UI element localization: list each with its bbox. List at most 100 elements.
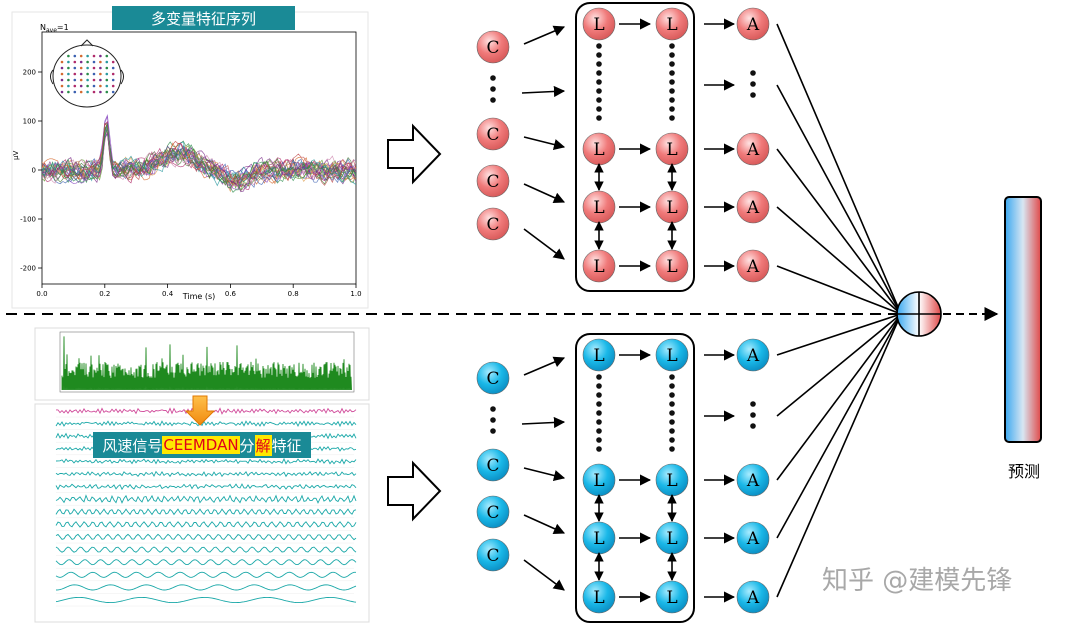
svg-text:L: L (666, 471, 677, 491)
wind-panel (34, 327, 370, 623)
prediction-label: 预测 (1007, 462, 1040, 481)
ellipsis-dots (750, 401, 756, 429)
input-arrow (523, 514, 566, 534)
lstm-node: L (655, 132, 689, 166)
wind-speed-series (61, 336, 352, 391)
input-arrow (523, 183, 566, 203)
input-node: C (476, 538, 510, 572)
lstm-node: L (655, 190, 689, 224)
eeg-x-tick: 0.8 (288, 290, 299, 298)
svg-text:L: L (593, 471, 604, 491)
lstm-node: L (582, 132, 616, 166)
eeg-x-tick: 0.4 (162, 290, 174, 298)
watermark: 知乎 @建模先锋 (822, 566, 1013, 596)
eeg-x-tick: 1.0 (350, 290, 361, 298)
eeg-y-unit: μV (12, 151, 20, 160)
eeg-y-tick: 100 (23, 118, 36, 126)
ellipsis-dots (490, 75, 496, 103)
lstm-block (575, 2, 695, 292)
attention-to-sum-line (776, 23, 902, 315)
lstm-block (575, 333, 695, 623)
eeg-n-label: Nave=1 (40, 23, 69, 34)
svg-text:L: L (593, 346, 604, 366)
eeg-y-tick: -100 (20, 216, 36, 224)
attention-to-sum-line (776, 265, 902, 315)
input-node: C (476, 495, 510, 529)
svg-text:A: A (746, 529, 760, 549)
down-arrow-icon (184, 395, 216, 426)
input-node: C (476, 361, 510, 395)
sum-node-icon (896, 291, 942, 337)
ellipsis-dots (596, 43, 602, 121)
attention-to-sum-line (776, 313, 902, 539)
lstm-node: L (582, 521, 616, 555)
svg-text:L: L (666, 257, 677, 277)
lstm-node: L (582, 249, 616, 283)
svg-text:C: C (486, 38, 499, 58)
svg-text:L: L (666, 140, 677, 160)
svg-text:L: L (593, 588, 604, 608)
svg-text:L: L (593, 140, 604, 160)
eeg-y-tick: 200 (23, 69, 36, 77)
svg-text:L: L (593, 15, 604, 35)
attention-node: A (736, 338, 770, 372)
attention-node: A (736, 521, 770, 555)
input-arrow (523, 136, 566, 150)
attention-to-sum-line (776, 84, 902, 315)
svg-text:C: C (486, 125, 499, 145)
lstm-node: L (655, 249, 689, 283)
attention-to-sum-line (776, 313, 902, 417)
input-node: C (476, 164, 510, 198)
attention-node: A (736, 580, 770, 614)
input-node: C (476, 30, 510, 64)
input-node: C (476, 207, 510, 241)
eeg-y-tick: 0 (32, 167, 36, 175)
lstm-node: L (655, 521, 689, 555)
eeg-x-tick: 0.0 (36, 290, 47, 298)
lstm-node: L (582, 190, 616, 224)
lstm-node: L (655, 338, 689, 372)
svg-text:L: L (593, 198, 604, 218)
input-node: C (476, 448, 510, 482)
lstm-node: L (582, 338, 616, 372)
ellipsis-dots (490, 406, 496, 434)
svg-text:A: A (746, 257, 760, 277)
svg-text:A: A (746, 588, 760, 608)
ellipsis-dots (750, 70, 756, 98)
svg-text:A: A (746, 471, 760, 491)
upper-hollow-arrow-icon (387, 123, 442, 185)
attention-to-sum-line (776, 313, 902, 481)
attention-to-sum-line (776, 313, 902, 356)
input-node: C (476, 117, 510, 151)
svg-text:C: C (486, 456, 499, 476)
prediction-output-bar (1004, 196, 1042, 443)
ellipsis-dots (596, 374, 602, 452)
attention-node: A (736, 249, 770, 283)
svg-text:L: L (666, 15, 677, 35)
input-arrow (523, 467, 566, 481)
svg-text:A: A (746, 346, 760, 366)
attention-to-sum-line (776, 313, 902, 598)
lstm-node: L (655, 463, 689, 497)
input-arrow (523, 228, 565, 260)
input-arrow (521, 85, 566, 98)
input-arrow (523, 25, 566, 45)
svg-text:C: C (486, 546, 499, 566)
input-arrow (521, 416, 566, 429)
svg-text:L: L (593, 257, 604, 277)
lstm-node: L (582, 580, 616, 614)
svg-text:L: L (666, 198, 677, 218)
svg-text:A: A (746, 15, 760, 35)
multivariate-banner: 多变量特征序列 (112, 6, 295, 30)
svg-text:L: L (593, 529, 604, 549)
eeg-y-tick: -200 (20, 265, 36, 273)
attention-to-sum-line (776, 206, 902, 315)
attention-node: A (736, 190, 770, 224)
lstm-node: L (655, 580, 689, 614)
input-arrow (523, 356, 566, 376)
attention-node: A (736, 463, 770, 497)
svg-text:A: A (746, 198, 760, 218)
